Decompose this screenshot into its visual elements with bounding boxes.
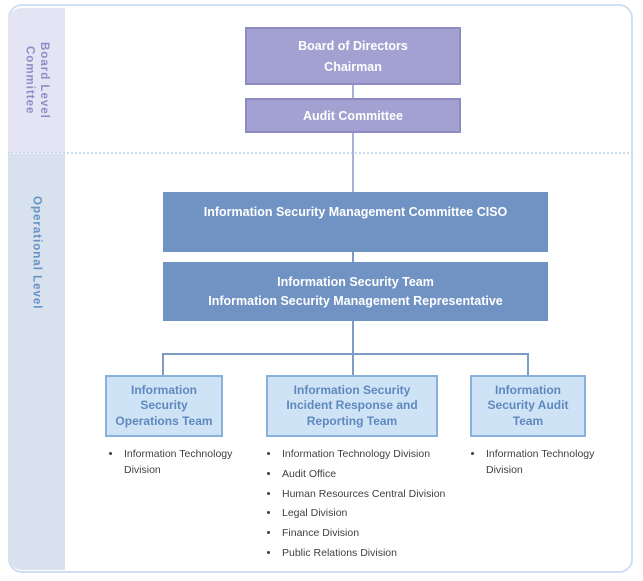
connector-stub-operations <box>162 353 164 375</box>
connector-team-to-branch <box>352 321 354 353</box>
connector-stub-audit-team <box>527 353 529 375</box>
audit-team-division-list: Information Technology Division <box>468 447 596 483</box>
audit-team-label: Information Security Audit Team <box>487 382 569 428</box>
list-item: Audit Office <box>280 467 460 483</box>
box-ciso-committee: Information Security Management Committe… <box>163 192 548 252</box>
list-item: Public Relations Division <box>280 546 460 562</box>
operations-team-division-list: Information Technology Division <box>106 447 234 483</box>
board-of-directors-line1: Board of Directors <box>298 38 408 53</box>
board-of-directors-line2: Chairman <box>324 59 382 74</box>
incident-team-division-list: Information Technology Division Audit Of… <box>264 447 460 566</box>
connector-board-to-audit <box>352 85 354 98</box>
list-item: Information Technology Division <box>122 447 234 479</box>
list-item: Information Technology Division <box>280 447 460 463</box>
list-item: Human Resources Central Division <box>280 487 460 503</box>
incident-team-label: Information Security Incident Response a… <box>286 382 418 428</box>
connector-stub-incident <box>352 353 354 375</box>
board-level-line1: Board Level <box>37 42 50 119</box>
list-item: Finance Division <box>280 526 460 542</box>
box-operations-team: Information Security Operations Team <box>105 375 223 437</box>
box-information-security-team: Information Security Team Information Se… <box>163 262 548 321</box>
box-board-of-directors: Board of Directors Chairman <box>245 27 461 85</box>
sidebar-section-operational-level: Operational Level <box>8 154 65 570</box>
board-level-label: Board Level Committee <box>22 42 51 119</box>
operations-team-label: Information Security Operations Team <box>115 382 213 428</box>
security-team-line2: Information Security Management Represen… <box>208 294 503 308</box>
box-incident-response-team: Information Security Incident Response a… <box>266 375 438 437</box>
security-team-line1: Information Security Team <box>277 275 434 289</box>
connector-ciso-to-team <box>352 252 354 262</box>
board-level-line2: Committee <box>23 46 36 115</box>
operational-level-label: Operational Level <box>30 196 43 310</box>
list-item: Legal Division <box>280 506 460 522</box>
box-audit-committee: Audit Committee <box>245 98 461 133</box>
connector-branch-horizontal <box>162 353 529 355</box>
ciso-committee-label: Information Security Management Committe… <box>203 205 508 219</box>
audit-committee-label: Audit Committee <box>303 108 403 123</box>
box-audit-team: Information Security Audit Team <box>470 375 586 437</box>
section-divider-dotted-line <box>8 152 633 154</box>
sidebar-section-board-level: Board Level Committee <box>8 8 65 153</box>
list-item: Information Technology Division <box>484 447 596 479</box>
connector-audit-to-ciso <box>352 133 354 192</box>
